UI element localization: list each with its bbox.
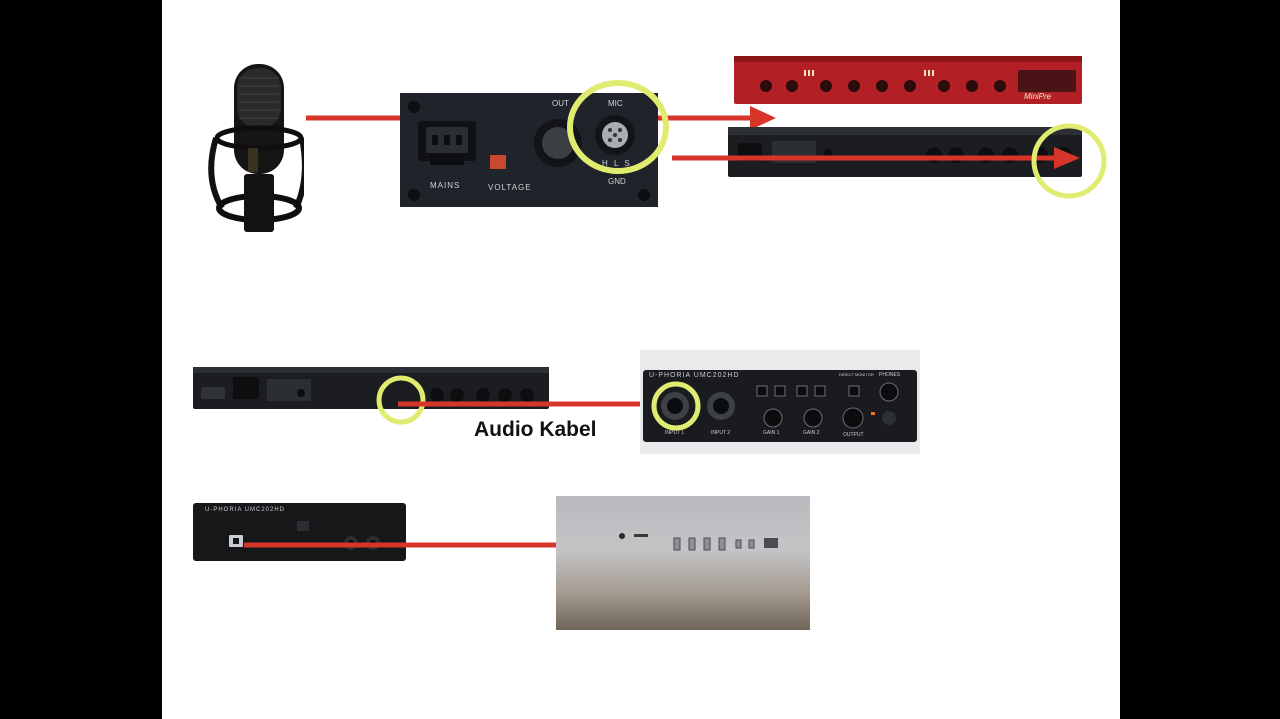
preamp-rear-top bbox=[728, 127, 1082, 177]
arrow-psu-to-preamp bbox=[672, 147, 1080, 169]
highlight-ring-preamp-input bbox=[1031, 123, 1107, 199]
audio-cable-caption: Audio Kabel bbox=[474, 418, 597, 441]
interface-front-face: U-PHORIA UMC202HD INPUT 1 INPUT 2 GAIN 1… bbox=[643, 370, 917, 442]
hls-label: H L S bbox=[602, 159, 632, 168]
highlight-ring-preamp-output bbox=[376, 375, 426, 425]
arrow-preamp-to-interface bbox=[398, 393, 668, 415]
interface-front: U-PHORIA UMC202HD INPUT 1 INPUT 2 GAIN 1… bbox=[640, 350, 920, 454]
gnd-label: GND bbox=[608, 177, 626, 186]
voltage-label: VOLTAGE bbox=[488, 183, 532, 192]
computer-ports-photo bbox=[556, 496, 810, 630]
direct-monitor-label: DIRECT MONITOR bbox=[839, 372, 874, 377]
phones-label: PHONES bbox=[879, 372, 901, 378]
interface-back-brand: U-PHORIA UMC202HD bbox=[205, 507, 286, 513]
output-label: OUTPUT bbox=[843, 432, 864, 438]
slide: MAINS VOLTAGE OUT MIC H L S GND MiniPre bbox=[162, 0, 1120, 719]
out-label: OUT bbox=[552, 99, 569, 108]
microphone-image bbox=[208, 64, 304, 232]
preamp-front: MiniPre bbox=[734, 56, 1082, 104]
gain1-label: GAIN 1 bbox=[763, 430, 780, 436]
interface-front-brand: U-PHORIA UMC202HD bbox=[649, 372, 740, 379]
preamp-brand: MiniPre bbox=[1024, 92, 1052, 101]
input2-label: INPUT 2 bbox=[711, 430, 731, 436]
gain2-label: GAIN 2 bbox=[803, 430, 820, 436]
mic-label: MIC bbox=[608, 99, 623, 108]
highlight-ring-interface-input bbox=[651, 381, 701, 431]
mains-label: MAINS bbox=[430, 181, 461, 190]
input1-label: INPUT 1 bbox=[665, 430, 685, 436]
highlight-ring-psu-mic bbox=[567, 80, 669, 174]
